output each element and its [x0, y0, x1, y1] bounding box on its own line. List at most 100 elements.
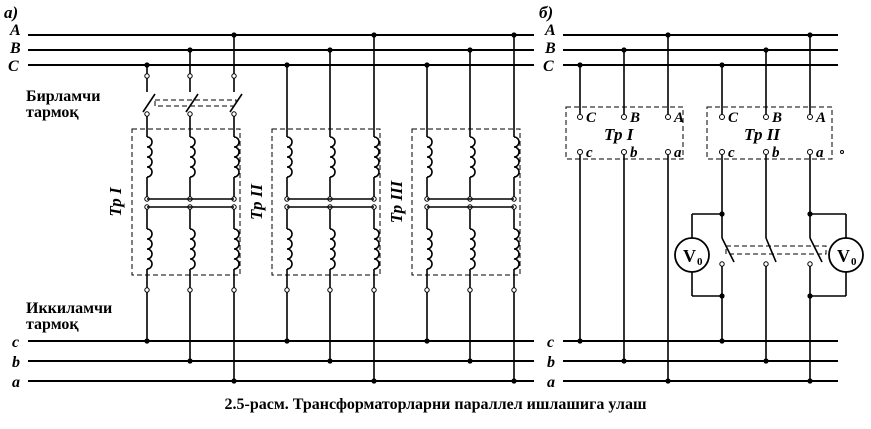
tr2-label-b: Тр II [744, 125, 781, 144]
tr1-label-b: Тр I [604, 125, 635, 144]
primary-network-label-1: Бирламчи [26, 88, 100, 105]
junction-top [284, 62, 290, 68]
bottom-term [144, 287, 150, 293]
voltmeter-right: V 0 [810, 213, 864, 297]
tr1-lv-c: c [586, 145, 593, 161]
bottom-term [511, 287, 517, 293]
tr2-lv-a: a [816, 145, 824, 161]
tr2-hv-c: C [728, 110, 739, 126]
junction-bottom [144, 338, 150, 344]
bus-b-label-b-lower: b [547, 354, 555, 371]
junction-bottom [371, 378, 377, 384]
bus-label-b-upper: B [9, 40, 21, 57]
secondary-coil [373, 228, 380, 270]
bus-b-label-a-lower: a [547, 374, 555, 391]
tr1-lv-a: a [674, 145, 682, 161]
junction-top [424, 62, 430, 68]
bottom-term [327, 287, 333, 293]
panel-b-label: б) [539, 3, 553, 22]
panel-b-primary-buses: A B C [543, 22, 838, 75]
voltmeter-right-v: V [837, 246, 850, 266]
secondary-coil [426, 228, 433, 270]
bus-b-label-c-lower: c [547, 334, 554, 351]
bus-b-label-c-upper: C [543, 58, 554, 75]
junction-bottom [327, 358, 333, 364]
secondary-coil [329, 228, 336, 270]
junction-bottom [231, 378, 237, 384]
tr2-lv-b: b [772, 145, 780, 161]
junction-bottom [284, 338, 290, 344]
junction-top [371, 32, 377, 38]
bus-label-b-lower: b [12, 354, 20, 371]
primary-coil [233, 136, 240, 178]
junction-bottom [187, 358, 193, 364]
tr-box-3 [411, 128, 521, 276]
tr2-label-a: Тр II [247, 183, 266, 220]
secondary-coil [233, 228, 240, 270]
junction-top [231, 32, 237, 38]
voltmeter-left: V 0 [674, 213, 722, 297]
junction-bottom [511, 378, 517, 384]
switch-term [187, 111, 193, 117]
primary-coil [286, 136, 293, 178]
switch-term [187, 73, 193, 79]
junction-top [467, 47, 473, 53]
switch-term [231, 111, 237, 117]
panel-a-primary-buses: A B C [8, 22, 534, 75]
secondary-coil [286, 228, 293, 270]
switch-blade [185, 93, 199, 113]
panel-b-tr2: C B A Тр II c b a [706, 35, 844, 381]
primary-coil [329, 136, 336, 178]
tr1-lv-b: b [630, 145, 638, 161]
bus-label-c-lower: c [12, 334, 19, 351]
bottom-term [187, 287, 193, 293]
bottom-term [467, 287, 473, 293]
junction-top [511, 32, 517, 38]
junction-top [144, 62, 150, 68]
panel-a-secondary-buses: c b a [12, 334, 534, 391]
tr2-lv-c: c [728, 145, 735, 161]
switch-link [154, 99, 237, 107]
primary-coil [426, 136, 433, 178]
bus-label-a-lower: a [12, 374, 20, 391]
primary-coil [189, 136, 196, 178]
secondary-coil [513, 228, 520, 270]
secondary-coil [189, 228, 196, 270]
tr3-label-a: Тр III [387, 179, 406, 223]
tr-box-1 [131, 128, 241, 276]
primary-coil [513, 136, 520, 178]
switch-term [144, 73, 150, 79]
junction-bottom [467, 358, 473, 364]
junction-top [187, 47, 193, 53]
bottom-term [231, 287, 237, 293]
panel-a-transformers [131, 32, 521, 384]
panel-b-secondary-buses: c b a [547, 334, 838, 391]
switch-term [144, 111, 150, 117]
bus-b-label-b-upper: B [544, 40, 556, 57]
bottom-term [284, 287, 290, 293]
bottom-term [371, 287, 377, 293]
panel-a-label: а) [4, 3, 18, 22]
primary-coil [373, 136, 380, 178]
bus-label-c-upper: C [8, 58, 19, 75]
secondary-network-label-2: тармоқ [26, 316, 79, 333]
tr1-label-a: Тр I [106, 186, 125, 217]
tr1-hv-c: C [586, 110, 597, 126]
bus-label-a-upper: A [9, 22, 21, 39]
tr1-hv-a: A [673, 110, 684, 126]
secondary-network-label-1: Иккиламчи [26, 300, 112, 317]
voltmeter-right-sub: 0 [851, 256, 857, 268]
voltmeter-left-v: V [683, 246, 696, 266]
tr2-hv-a: A [815, 110, 826, 126]
primary-network-label-2: тармоқ [26, 104, 79, 121]
junction-bottom [424, 338, 430, 344]
junction-top [327, 47, 333, 53]
bottom-term [424, 287, 430, 293]
secondary-coil [469, 228, 476, 270]
panel-b-tr1: C B A Тр I c b a [565, 35, 684, 381]
tr-box-2 [271, 128, 381, 276]
tr2-hv-b: B [771, 110, 782, 126]
switch-blade [142, 93, 156, 113]
tr1-hv-b: B [629, 110, 640, 126]
